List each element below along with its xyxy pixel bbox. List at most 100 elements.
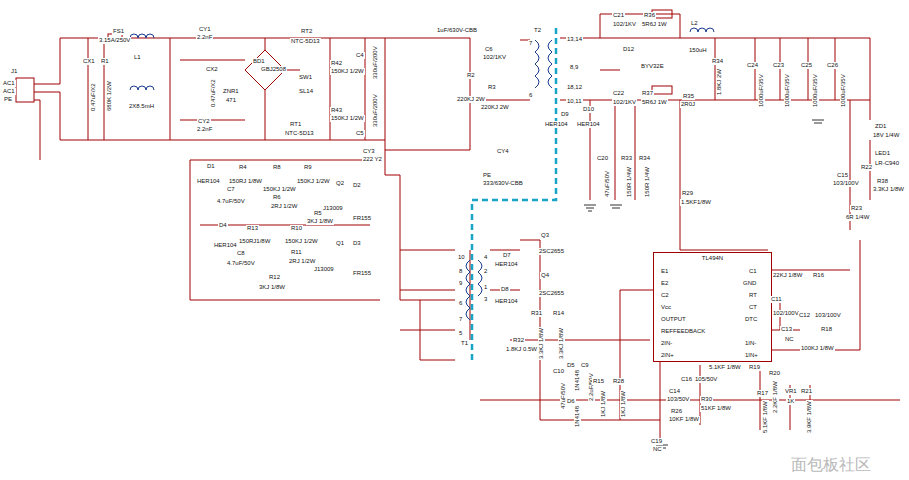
component-label: 102/1KV — [612, 21, 637, 28]
component-label: D5 — [566, 362, 576, 369]
component-label: R17 — [756, 390, 769, 397]
component-label: 10KF 1/8W — [668, 416, 700, 423]
component-label: 10 — [457, 254, 466, 261]
component-label: 1000uF/35V — [812, 73, 819, 108]
component-label: 330uF/200V — [372, 93, 379, 128]
component-label: R37 — [641, 90, 654, 97]
component-label: 330uF/200V — [372, 45, 379, 80]
component-label: NC — [652, 446, 663, 453]
component-label: 18,12 — [566, 84, 583, 91]
component-label: D2 — [352, 182, 362, 189]
component-label: 2.2uF/50V — [588, 372, 595, 402]
component-label: 10,11 — [566, 98, 583, 105]
component-label: 1uF/630V-CBB — [436, 27, 478, 34]
component-label: 102/1KV — [482, 54, 507, 61]
component-label: R5 — [313, 210, 323, 217]
component-label: HER104 — [494, 298, 519, 305]
component-label: 150KJ 1/2W — [330, 115, 365, 122]
component-label: R26 — [670, 408, 683, 415]
component-label: R3 — [487, 84, 497, 91]
component-label: R19 — [748, 364, 761, 371]
component-label: R35 — [682, 93, 695, 100]
component-label: D7 — [502, 252, 512, 259]
component-label: C26 — [826, 62, 839, 69]
component-label: 1.5KF1/8W — [680, 199, 712, 206]
component-label: C1 — [748, 268, 758, 275]
component-label: 4.7uF/50V — [226, 260, 256, 267]
component-label: LR-C940 — [874, 160, 900, 167]
component-label: HER104 — [576, 121, 601, 128]
component-label: 2X8.5mH — [128, 103, 155, 110]
component-label: 2IN- — [660, 340, 673, 347]
component-label: OUTPUT — [660, 316, 687, 323]
component-label: 150KJ 1/2W — [284, 238, 319, 245]
component-label: R22 — [860, 164, 873, 171]
component-label: 680K 1/2W — [106, 80, 113, 112]
component-label: 150R 1/4W — [644, 166, 651, 198]
component-label: R1 — [100, 58, 110, 65]
component-label: D3 — [352, 240, 362, 247]
component-label: 2SC2655 — [538, 248, 565, 255]
component-label: 1KJ 1/8W — [600, 390, 607, 418]
component-label: 3.3KJ 1/8W — [538, 327, 545, 360]
component-label: PE — [3, 96, 13, 103]
component-label: R12 — [268, 274, 281, 281]
component-label: 1IN+ — [744, 352, 759, 359]
component-label: 5R6J 1W — [641, 21, 668, 28]
component-label: R34 — [711, 58, 724, 65]
component-label: R13 — [246, 225, 259, 232]
component-label: C22 — [612, 90, 625, 97]
component-label: R21 — [800, 388, 813, 395]
component-label: 2.2nF — [196, 34, 213, 41]
component-label: CY3 — [362, 148, 376, 155]
component-label: VR1 — [784, 388, 798, 395]
component-label: C20 — [596, 155, 609, 162]
component-label: BD1 — [252, 58, 266, 65]
component-label: 3.15A/250V — [98, 37, 131, 44]
component-label: 1 — [483, 284, 488, 291]
component-label: R33 — [620, 155, 633, 162]
component-label: RT1 — [289, 121, 302, 128]
component-label: C19 — [650, 438, 663, 445]
component-label: C23 — [772, 62, 785, 69]
component-label: 2RJ 1/2W — [270, 203, 298, 210]
component-label: R10 — [290, 225, 303, 232]
component-label: 13,14 — [566, 36, 583, 43]
component-label: R31 — [530, 310, 543, 317]
component-label: R2 — [466, 72, 476, 79]
component-label: R29 — [681, 190, 694, 197]
component-label: ZNR1 — [222, 88, 240, 95]
component-label: 1.8KJ 2W — [716, 68, 723, 96]
component-label: 100KJ 1/8W — [800, 345, 835, 352]
component-label: CX1 — [82, 58, 96, 65]
component-label: 220KJ 2W — [456, 96, 486, 103]
component-label: CY4 — [496, 148, 510, 155]
component-label: 18V 1/4W — [872, 132, 900, 139]
component-label: 3.9KF 1/8W — [806, 400, 813, 434]
component-label: FS1 — [112, 28, 125, 35]
component-label: R18 — [820, 326, 833, 333]
component-label: AC1 — [2, 80, 16, 87]
component-label: DTC — [744, 316, 758, 323]
component-label: Q1 — [335, 240, 345, 247]
component-label: C15 — [836, 172, 849, 179]
component-label: R9 — [303, 164, 313, 171]
component-label: 47uF/50V — [604, 170, 611, 198]
component-label: E1 — [660, 268, 669, 275]
component-label: R6 — [272, 194, 282, 201]
component-label: C12 — [798, 312, 811, 319]
component-label: T1 — [460, 340, 469, 347]
component-label: CY1 — [198, 26, 212, 33]
component-label: GND — [742, 280, 757, 287]
component-label: 333/630V-CBB — [482, 180, 524, 187]
component-label: 1000uF/35V — [840, 73, 847, 108]
component-label: C8 — [236, 250, 246, 257]
component-label: GBJ2508 — [260, 66, 287, 73]
component-label: R43 — [330, 107, 343, 114]
component-label: CY2 — [197, 118, 211, 125]
component-label: C11 — [770, 296, 783, 303]
component-label: R11 — [290, 249, 303, 256]
component-label: 1N4148 — [574, 369, 581, 392]
component-label: R16 — [812, 272, 825, 279]
component-label: 2 — [483, 268, 488, 275]
